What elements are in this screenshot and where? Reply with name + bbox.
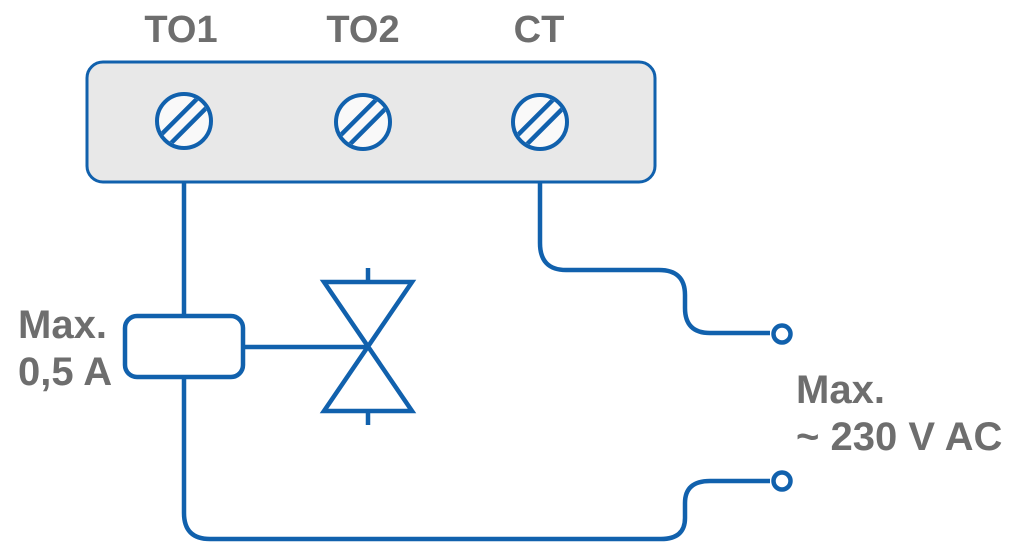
terminal-label-to1: TO1 xyxy=(144,9,218,51)
screw-terminal-ct-icon xyxy=(511,93,569,151)
connector-endpoint-top xyxy=(771,323,793,345)
fuse-rating-line1: Max. xyxy=(18,303,107,347)
terminal-label-to2: TO2 xyxy=(326,9,400,51)
supply-rating-label: Max. ~ 230 V AC xyxy=(796,367,1002,461)
screw-terminal-to1-icon xyxy=(155,92,213,150)
supply-rating-line2: ~ 230 V AC xyxy=(796,415,1003,459)
fuse-rating-label: Max. 0,5 A xyxy=(18,302,112,396)
terminal-label-ct: CT xyxy=(513,9,565,51)
supply-rating-line1: Max. xyxy=(796,368,885,412)
screw-terminal-to2-icon xyxy=(334,93,392,151)
fuse-rating-line2: 0,5 A xyxy=(18,350,113,394)
wire-to1-supply-loop xyxy=(181,148,770,542)
valve-icon xyxy=(319,268,417,425)
wire-ct-supply xyxy=(537,149,770,336)
connector-endpoint-bottom xyxy=(771,470,793,492)
fuse-box xyxy=(122,313,246,380)
